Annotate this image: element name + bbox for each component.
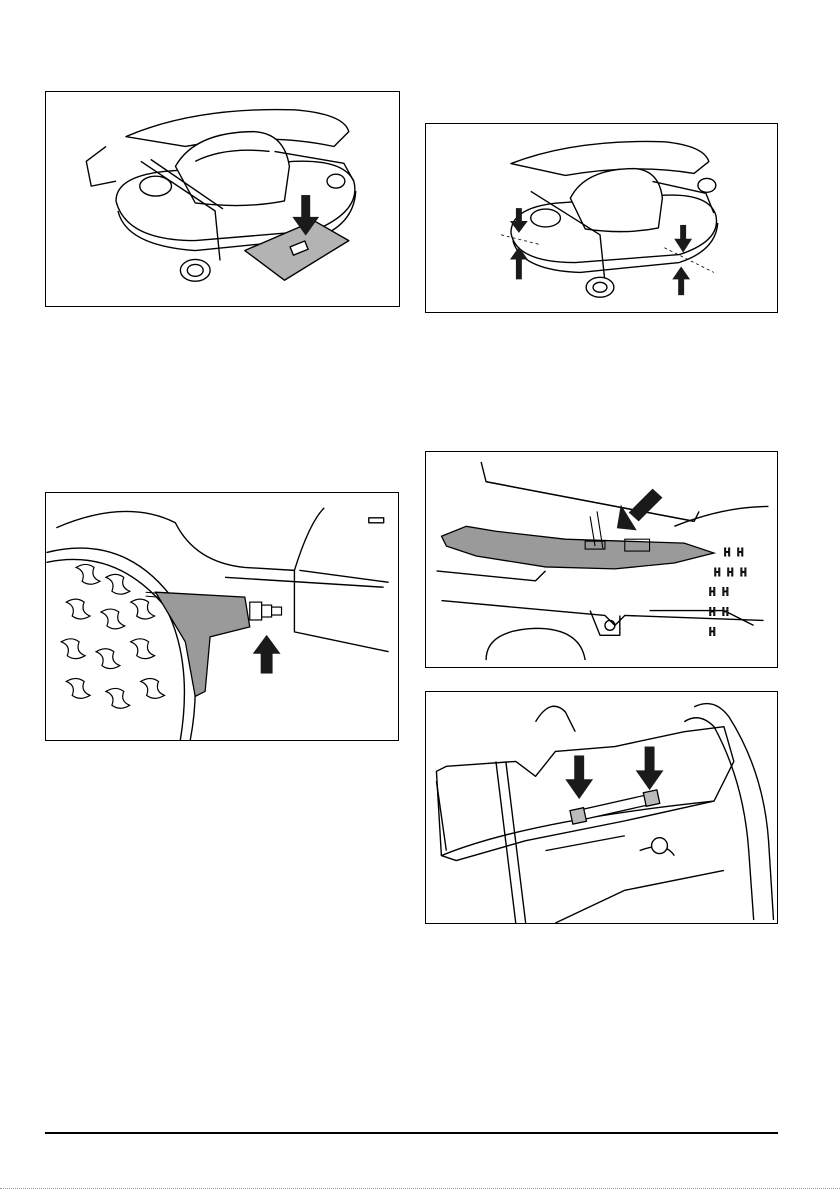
deck-linkage-illustration: H H H H H H H H H H [426, 452, 777, 667]
figure-mower-height-adjust [425, 123, 778, 313]
svg-text:H H: H H [709, 605, 729, 618]
down-arrow-icon [636, 747, 664, 791]
svg-text:H H: H H [709, 586, 729, 599]
figure-tyre-bracket [45, 492, 399, 741]
figure-mower-deck-plate [45, 91, 400, 307]
figure-deck-linkage: H H H H H H H H H H [425, 451, 778, 668]
mower-height-illustration [426, 124, 777, 312]
page-edge [0, 1188, 840, 1189]
adjust-rod-illustration [426, 692, 777, 923]
up-arrow-icon [253, 635, 281, 674]
figure-adjust-rod [425, 691, 778, 924]
svg-text:H: H [709, 625, 716, 638]
down-arrow-icon [565, 755, 593, 799]
footer-divider [45, 1132, 778, 1134]
svg-text:H H: H H [724, 546, 744, 559]
diagonal-arrow-icon [617, 489, 663, 531]
tyre-bracket-illustration [46, 493, 398, 740]
svg-text:H H H: H H H [714, 566, 747, 579]
mower-deck-illustration [46, 92, 399, 306]
